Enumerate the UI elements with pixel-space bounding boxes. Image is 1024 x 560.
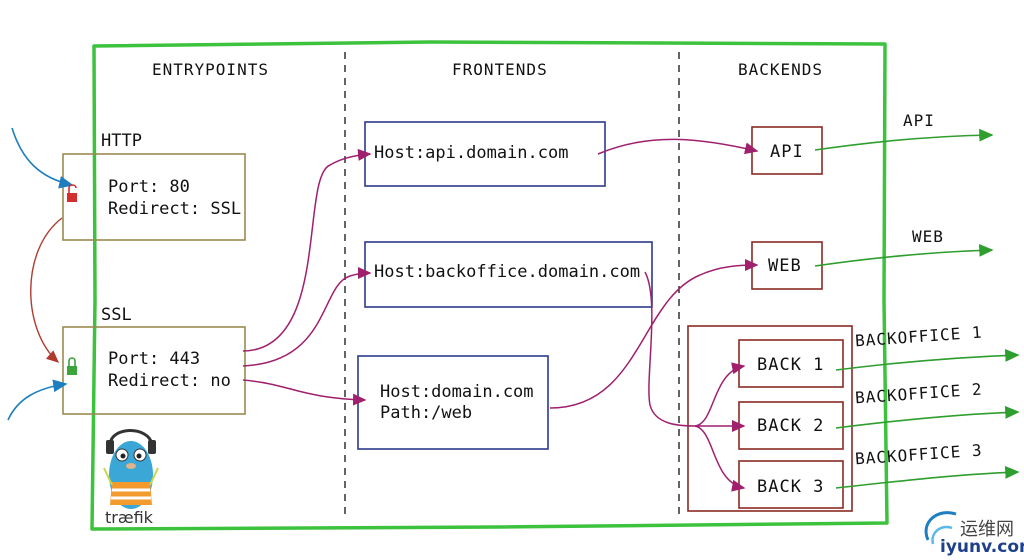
output-api-label: API — [903, 111, 935, 130]
column-header-entrypoints: ENTRYPOINTS — [152, 60, 269, 79]
traefik-logo-text: træfik — [105, 508, 153, 527]
frontend-api-rule: Host:api.domain.com — [374, 143, 569, 163]
open-lock-icon — [67, 184, 77, 202]
redirect-arrow — [30, 217, 63, 363]
frontend-backoffice-rule: Host:backoffice.domain.com — [374, 262, 641, 282]
out-back1-arrow — [835, 349, 1020, 371]
frontend-web-path-rule: Path:/web — [380, 403, 473, 423]
entrypoint-http-box — [62, 153, 246, 241]
entrypoint-ssl-redirect: Redirect: no — [108, 371, 231, 391]
backoffice-group-box — [687, 325, 853, 512]
backend-web-label: WEB — [768, 256, 802, 276]
route-ssl-to-api — [242, 148, 372, 352]
entrypoint-ssl-port: Port: 443 — [108, 349, 201, 369]
incoming-http-arrow — [11, 127, 74, 189]
entrypoint-ssl-title: SSL — [101, 305, 132, 325]
outer-frame — [90, 40, 889, 531]
entrypoint-ssl-box — [62, 326, 246, 415]
traefik-gopher-logo — [103, 429, 159, 509]
backend-back3-label: BACK 3 — [757, 477, 825, 497]
route-backoffice-frontend-to-group — [644, 271, 696, 427]
backend-api-label: API — [770, 142, 804, 162]
output-web-label: WEB — [912, 227, 944, 246]
route-group-to-back3 — [694, 425, 746, 492]
out-web-arrow — [814, 244, 994, 267]
watermark-cn-text: 运维网 — [960, 519, 1014, 540]
watermark-en-text: iyunv.com — [940, 537, 1024, 557]
frontend-web-host-rule: Host:domain.com — [380, 382, 534, 402]
column-header-backends: BACKENDS — [738, 60, 824, 79]
route-ssl-to-web — [242, 379, 367, 406]
backend-back2-label: BACK 2 — [757, 416, 825, 436]
entrypoint-http-redirect: Redirect: SSL — [108, 199, 242, 219]
watermark-swirl-icon — [924, 511, 957, 545]
out-api-arrow — [814, 128, 994, 151]
route-api-frontend-to-backend — [597, 138, 759, 155]
out-back2-arrow — [835, 406, 1020, 429]
backend-back1-label: BACK 1 — [757, 355, 825, 375]
out-back3-arrow — [835, 466, 1020, 489]
route-group-to-back1 — [694, 362, 746, 427]
route-ssl-to-backoffice — [242, 267, 372, 367]
route-web-frontend-to-backend — [549, 259, 759, 409]
closed-lock-icon — [67, 357, 77, 375]
column-header-frontends: FRONTENDS — [452, 60, 548, 79]
entrypoint-http-title: HTTP — [101, 131, 142, 151]
incoming-ssl-arrow — [7, 379, 68, 421]
entrypoint-http-port: Port: 80 — [108, 177, 190, 197]
